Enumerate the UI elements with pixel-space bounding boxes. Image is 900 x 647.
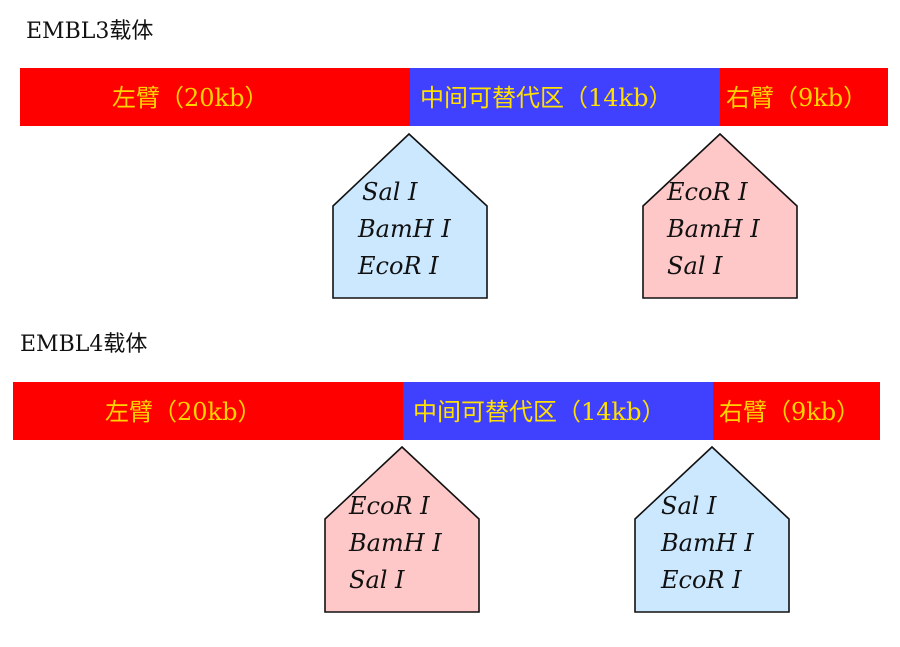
embl3-left-site-3: EcoR I	[357, 252, 439, 280]
embl4-left-arm	[13, 382, 403, 440]
embl4-left-site-2: BamH I	[348, 529, 442, 557]
embl3-right-arm	[720, 68, 888, 126]
embl3-right-site-1: EcoR I	[666, 178, 748, 206]
embl4-right-site-2: BamH I	[660, 529, 754, 557]
embl3-right-arm-label: 右臂（9kb）	[726, 84, 867, 112]
embl3-right-site-3: Sal I	[667, 252, 723, 280]
embl3-left-site-1: Sal I	[362, 178, 418, 206]
embl4-segment-bar: 左臂（20kb） 中间可替代区（14kb） 右臂（9kb）	[13, 382, 880, 440]
embl3-left-site-2: BamH I	[357, 215, 451, 243]
embl3-left-arm-label: 左臂（20kb）	[112, 84, 268, 112]
embl3-vector: EMBL3载体 左臂（20kb） 中间可替代区（14kb） 右臂（9kb） Sa…	[20, 19, 888, 299]
embl4-right-site-3: EcoR I	[660, 566, 742, 594]
embl3-left-arm	[20, 68, 410, 126]
embl3-right-site-2: BamH I	[666, 215, 760, 243]
embl4-right-arm	[713, 382, 880, 440]
embl3-left-sites-box: Sal I BamH I EcoR I	[332, 132, 488, 299]
embl3-stuffer-region	[410, 68, 720, 126]
embl3-stuffer-label: 中间可替代区（14kb）	[420, 84, 672, 112]
embl3-segment-bar: 左臂（20kb） 中间可替代区（14kb） 右臂（9kb）	[20, 68, 888, 126]
embl4-right-arm-label: 右臂（9kb）	[719, 398, 860, 426]
embl4-stuffer-label: 中间可替代区（14kb）	[413, 398, 665, 426]
embl3-title: EMBL3载体	[26, 19, 153, 44]
embl4-left-site-1: EcoR I	[348, 492, 430, 520]
embl4-stuffer-region	[403, 382, 713, 440]
embl4-right-sites-box: Sal I BamH I EcoR I	[634, 445, 790, 613]
embl4-left-site-3: Sal I	[349, 566, 405, 594]
embl4-left-sites-box: EcoR I BamH I Sal I	[324, 445, 480, 613]
embl3-right-sites-box: EcoR I BamH I Sal I	[642, 132, 798, 299]
embl4-right-site-1: Sal I	[661, 492, 717, 520]
embl4-vector: EMBL4载体 左臂（20kb） 中间可替代区（14kb） 右臂（9kb） Ec…	[13, 332, 880, 613]
embl4-left-arm-label: 左臂（20kb）	[105, 398, 261, 426]
embl4-title: EMBL4载体	[20, 332, 147, 357]
